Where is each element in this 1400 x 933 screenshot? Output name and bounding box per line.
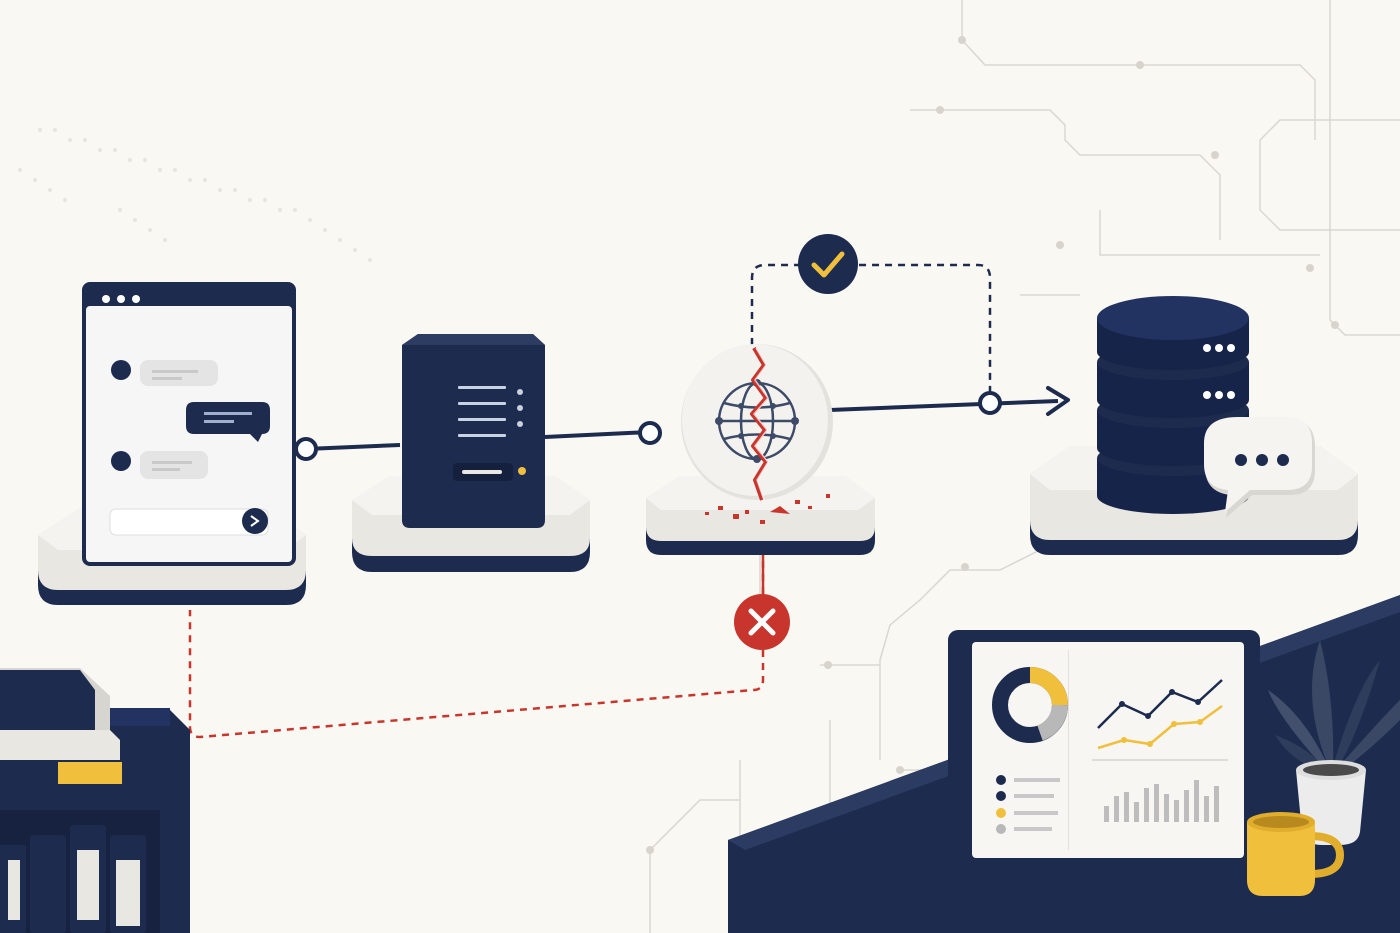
- debris-icon: [705, 494, 830, 524]
- coffee-mug-icon: [1247, 812, 1345, 896]
- bar-chart-icon: [1104, 780, 1219, 822]
- node-gateway: [646, 344, 875, 555]
- bookshelf: [0, 668, 190, 933]
- dashboard-monitor: [948, 630, 1260, 874]
- x-icon: [748, 608, 776, 636]
- node-app-server: [352, 334, 590, 572]
- connector-node: [294, 437, 318, 461]
- send-icon: [242, 508, 268, 534]
- connection-lines: [188, 263, 1070, 739]
- success-bypass-path: [750, 263, 992, 392]
- donut-chart-icon: [992, 667, 1068, 743]
- check-icon: [811, 251, 845, 278]
- arrowhead-icon: [1046, 386, 1070, 416]
- node-database: [1030, 296, 1358, 555]
- line-chart-icon: [1092, 679, 1228, 761]
- speech-bubble-icon: [1204, 417, 1315, 518]
- connector-node: [978, 391, 1002, 415]
- connector-node: [638, 421, 662, 445]
- database-icon: [1097, 296, 1249, 340]
- link-client-server: [305, 443, 401, 451]
- link-server-gateway: [544, 430, 651, 439]
- legend-list-icon: [996, 775, 1060, 834]
- success-badge: [798, 234, 858, 294]
- link-gateway-database: [829, 399, 1059, 412]
- status-led-icon: [518, 467, 526, 475]
- dot-map-texture: [18, 128, 372, 262]
- circuit-nodes: [646, 36, 1339, 854]
- failure-badge: [734, 594, 790, 650]
- crack-icon: [750, 346, 768, 501]
- node-chat-client: [38, 282, 306, 605]
- potted-plant: [1268, 640, 1400, 845]
